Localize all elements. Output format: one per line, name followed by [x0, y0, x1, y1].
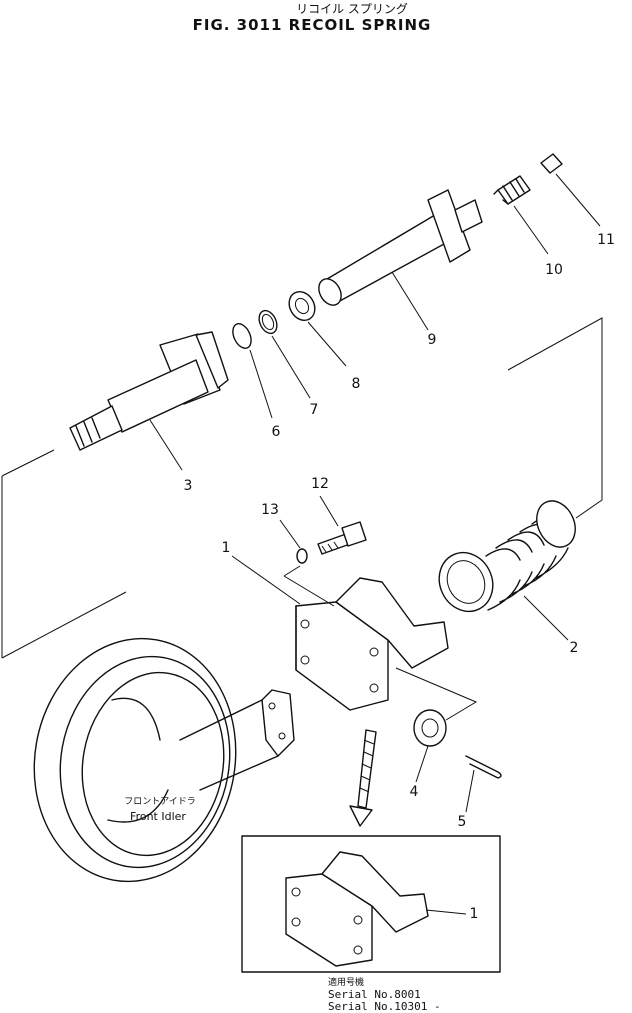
front-idler-label: Front Idler	[130, 810, 186, 823]
callout-11: 11	[597, 232, 615, 248]
front-idler-wheel	[33, 637, 295, 883]
leader-lines	[1, 173, 603, 915]
callout-3: 3	[184, 478, 193, 494]
callout-1: 1	[222, 540, 231, 556]
front-idler-label-japanese: フロントアイドラ	[124, 796, 196, 807]
part-bolt	[317, 521, 367, 555]
part-recoil-spring	[438, 500, 576, 613]
arrow-to-inset	[349, 729, 377, 827]
part-grease-valve	[493, 175, 531, 205]
part-yoke	[295, 577, 449, 711]
serial-line-2: Serial No.10301 -	[328, 1000, 441, 1013]
callout-4: 4	[410, 784, 419, 800]
callout-10: 10	[545, 262, 563, 278]
callout-13: 13	[261, 502, 279, 518]
serial-line-1: Serial No.8001	[328, 988, 421, 1001]
part-cylinder	[69, 331, 229, 451]
part-nut	[288, 290, 316, 322]
inset-box	[241, 835, 501, 973]
callout-7: 7	[310, 402, 319, 418]
callout-9: 9	[428, 332, 437, 348]
part-washer	[258, 309, 278, 335]
callout-2: 2	[570, 640, 579, 656]
part-o-ring	[232, 323, 252, 349]
serial-heading-japanese: 適用号機	[328, 976, 364, 988]
callout-8: 8	[352, 376, 361, 392]
part-cylinder-rod	[318, 189, 483, 306]
part-lock-washer	[296, 548, 308, 564]
part-nut-lower	[413, 709, 447, 747]
figure-title: FIG. 3011 RECOIL SPRING	[193, 16, 432, 34]
callout-6: 6	[272, 424, 281, 440]
part-cotter-pin	[465, 755, 502, 779]
callout-12: 12	[311, 476, 329, 492]
callout-1-inset: 1	[470, 906, 479, 922]
title-japanese: リコイル スプリング	[296, 2, 408, 16]
callout-5: 5	[458, 814, 467, 830]
part-fitting	[540, 153, 563, 174]
